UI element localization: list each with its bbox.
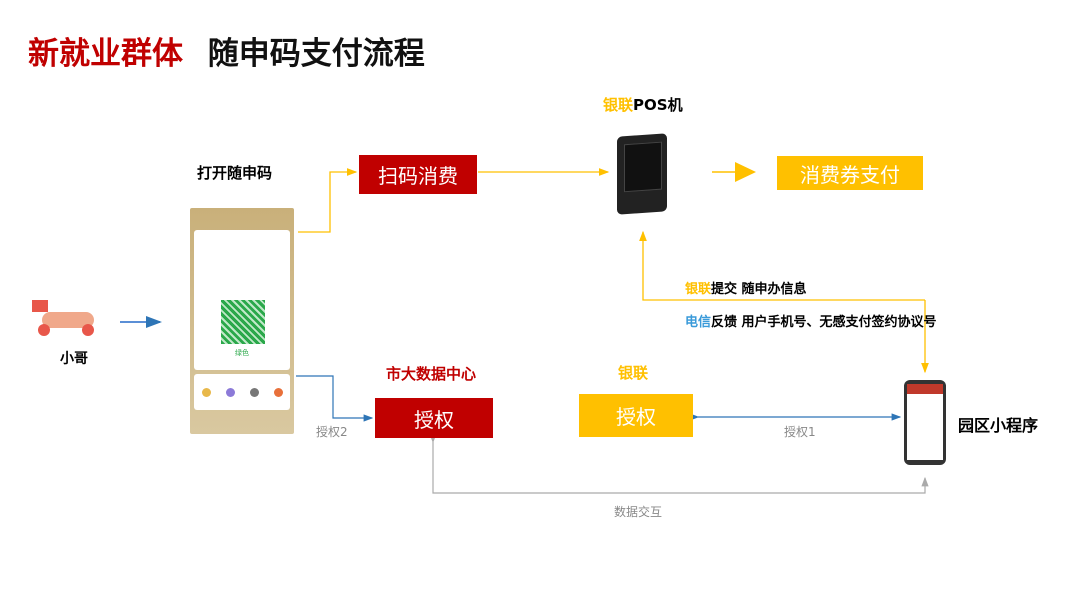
title-part2: 随申码支付流程	[207, 36, 425, 72]
voucher-pay-box: 消费券支付	[777, 156, 923, 190]
bigdata-label: 市大数据中心	[386, 365, 477, 383]
arrow-submit-to-pos	[639, 230, 925, 301]
health-status: 绿色	[235, 349, 249, 357]
arrow-data-exchange	[429, 433, 929, 494]
park-app-label: 园区小程序	[958, 416, 1039, 435]
feedback-brand: 电信	[685, 315, 712, 330]
unionpay-auth-box: 授权	[579, 394, 693, 437]
pos-text: POS机	[633, 96, 683, 114]
submit-info-label: 银联提交 随申办信息	[685, 278, 807, 297]
shortcut-icon	[225, 387, 235, 397]
shortcut-icon	[201, 387, 211, 397]
pos-label: 银联POS机	[603, 94, 683, 115]
unionpay-label: 银联	[618, 364, 649, 382]
qr-code-icon	[221, 300, 265, 344]
data-exchange-label: 数据交互	[614, 505, 663, 519]
shortcut-icon	[249, 387, 259, 397]
page-title: 新就业群体 随申码支付流程	[28, 28, 425, 73]
auth1-label: 授权1	[784, 425, 816, 439]
park-app-phone-icon	[904, 380, 946, 465]
shortcut-icon	[273, 387, 283, 397]
suishen-code-phone: 绿色	[190, 208, 294, 434]
arrow-phone-to-bigdata	[296, 375, 374, 422]
open-code-label: 打开随申码	[197, 164, 273, 182]
bigdata-auth-box: 授权	[375, 398, 493, 438]
submit-text: 提交 随申办信息	[711, 282, 807, 297]
phone-shortcuts	[194, 374, 290, 410]
code-card: 绿色	[194, 230, 290, 370]
auth2-label: 授权2	[316, 425, 348, 439]
big-arrow-head	[735, 162, 756, 182]
pos-brand: 银联	[603, 96, 634, 114]
arrow-phone-to-scan	[298, 168, 358, 233]
scooter-icon	[32, 298, 100, 338]
pos-terminal-icon	[617, 133, 667, 215]
title-part1: 新就业群体	[28, 36, 183, 72]
courier-label: 小哥	[60, 351, 88, 367]
feedback-label: 电信反馈 用户手机号、无感支付签约协议号	[685, 311, 937, 330]
submit-brand: 银联	[685, 282, 712, 297]
scan-consume-box: 扫码消费	[359, 155, 477, 194]
feedback-text: 反馈 用户手机号、无感支付签约协议号	[711, 315, 937, 330]
